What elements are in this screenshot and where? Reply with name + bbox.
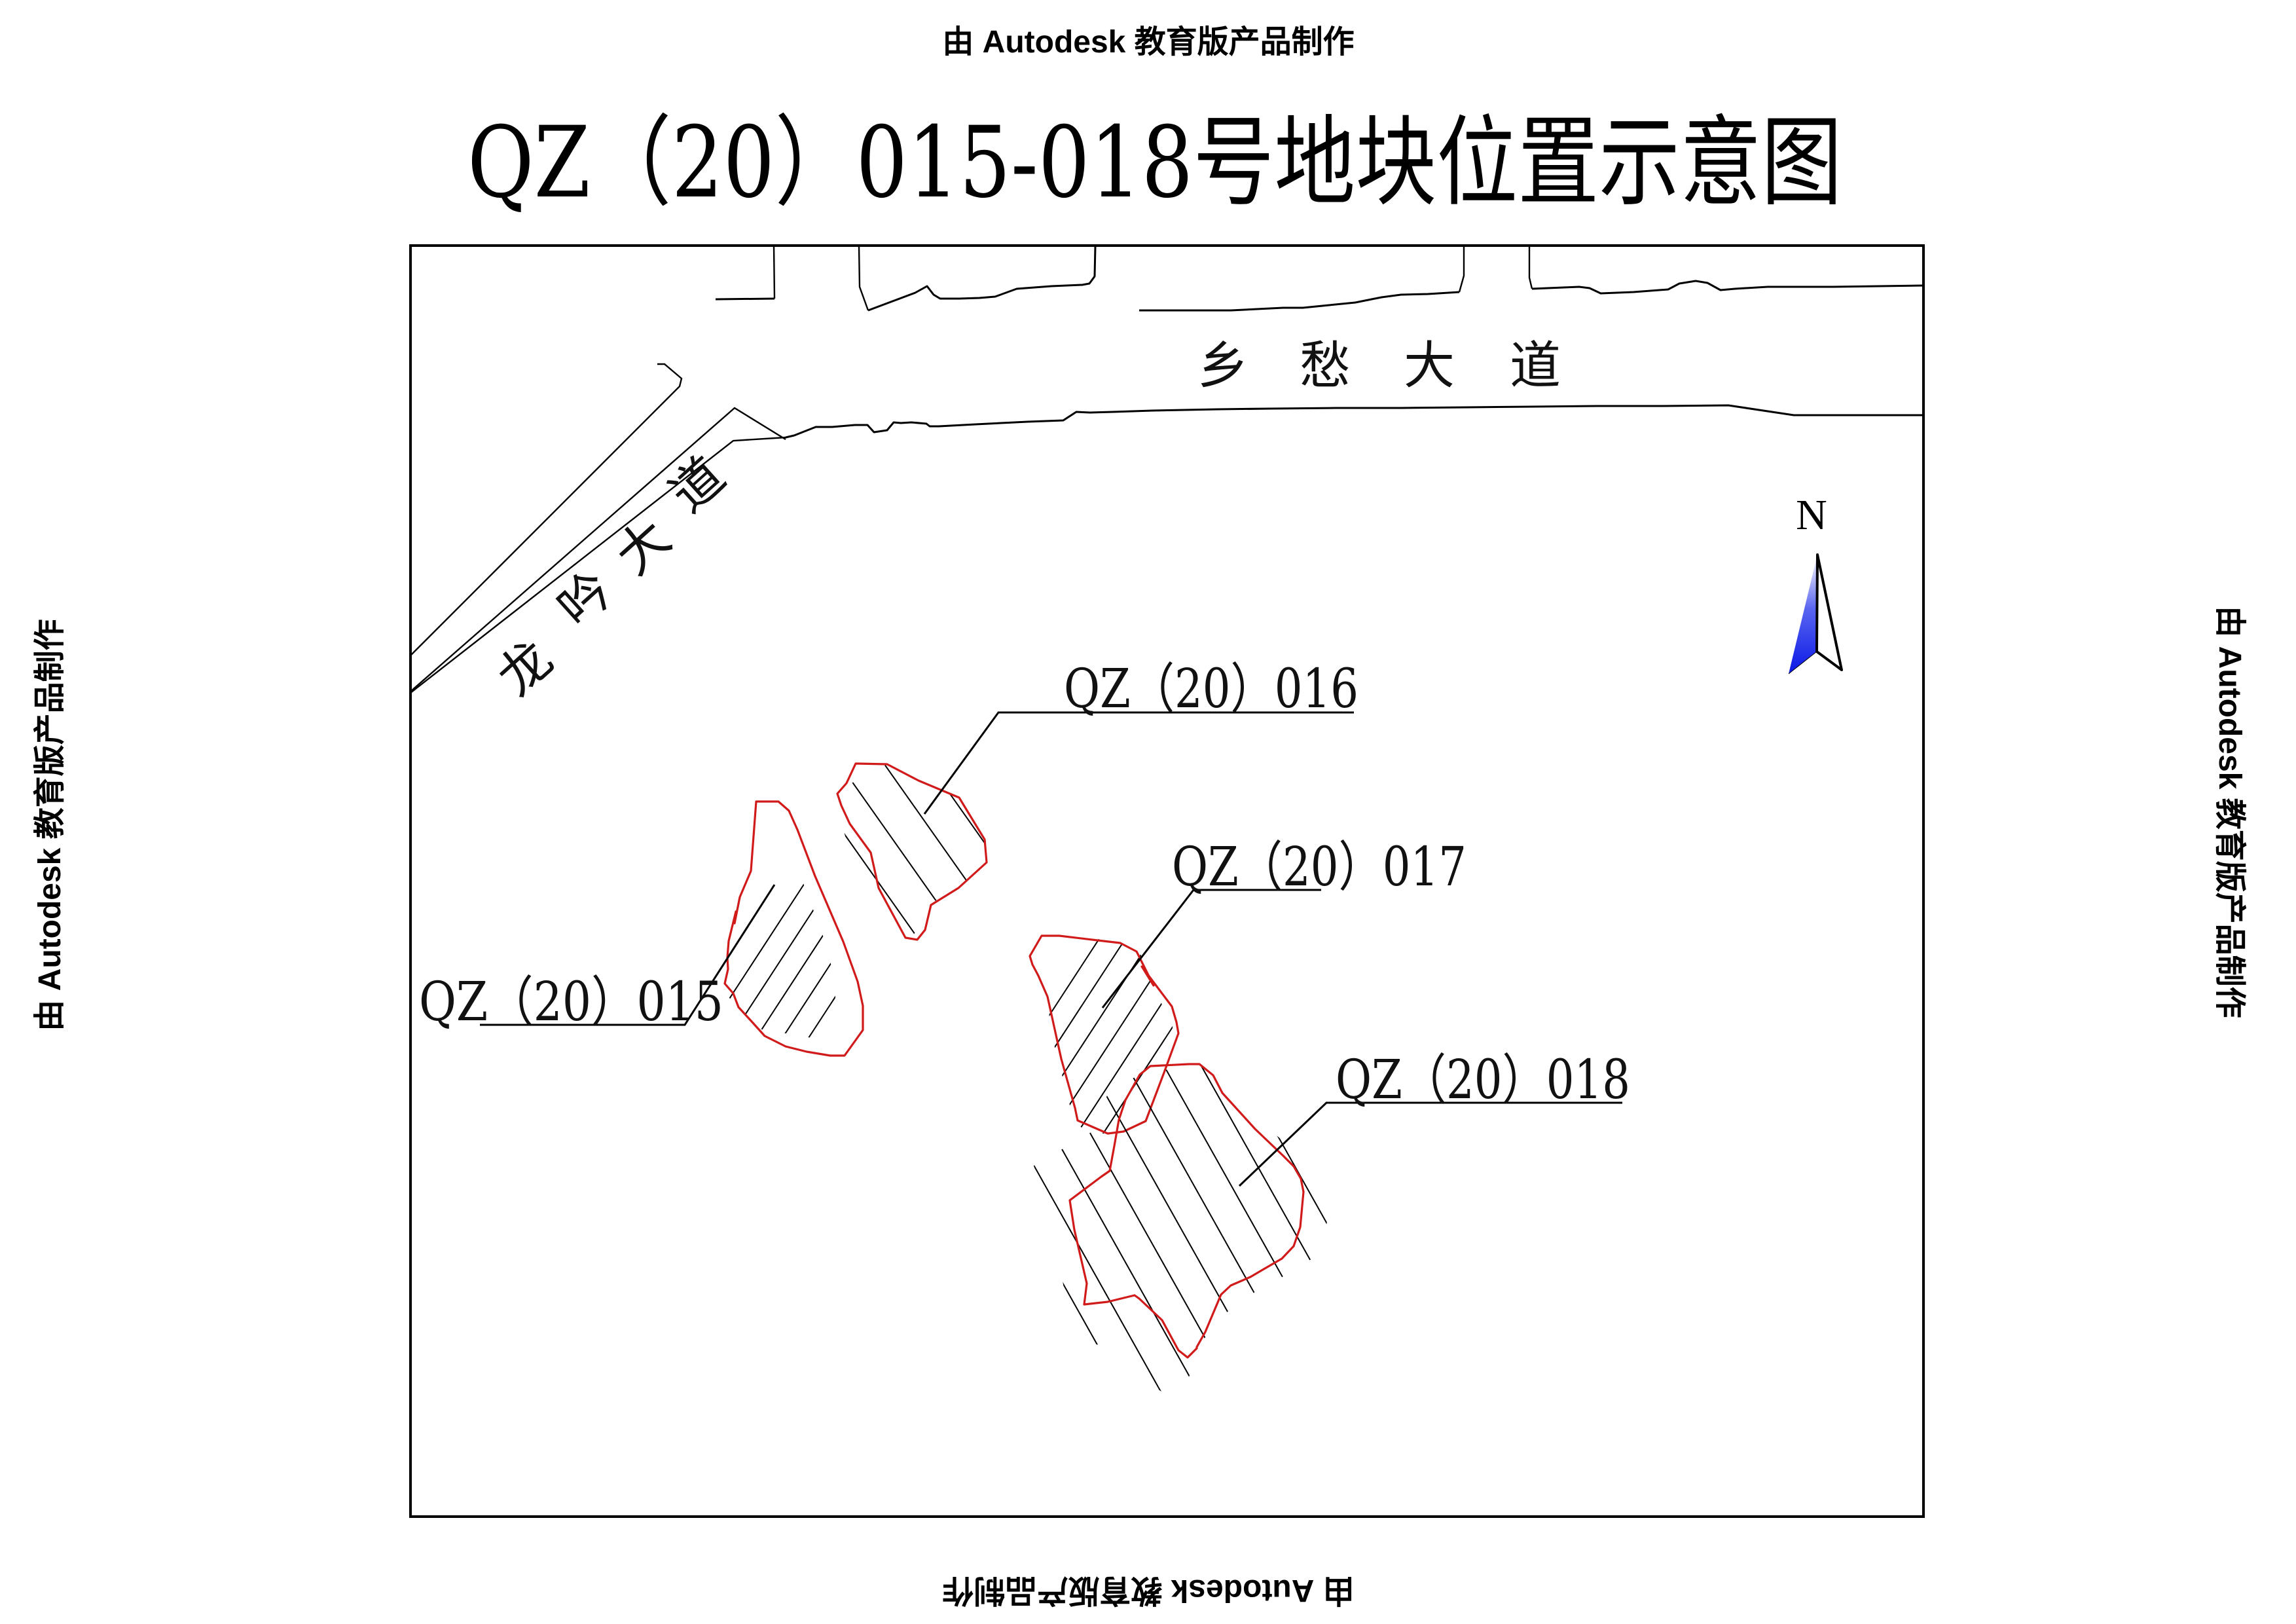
svg-text:道: 道: [1510, 337, 1561, 396]
svg-text:大: 大: [1404, 337, 1455, 396]
parcel-016-outline: [836, 762, 988, 941]
road-label-longyin: 龙 吟 大 道: [487, 446, 737, 707]
parcel-018-hatch: [1034, 1064, 1333, 1393]
north-arrow-icon: [1789, 555, 1817, 674]
svg-text:乡: 乡: [1197, 337, 1248, 396]
parcel-015-leader: [480, 884, 776, 1026]
parcel-015-hatch: [726, 843, 835, 1039]
parcel-016-leader: [923, 711, 1354, 815]
svg-text:吟: 吟: [547, 561, 625, 638]
parcel-016-hatch: [836, 764, 987, 936]
parcel-018[interactable]: QZ（20）018: [982, 943, 1630, 1513]
parcel-018-leader: [1238, 1101, 1622, 1187]
parcel-015-outline: [723, 800, 864, 1057]
parcel-018-label: QZ（20）018: [1336, 1049, 1630, 1111]
svg-text:大: 大: [605, 508, 682, 586]
svg-text:愁: 愁: [1300, 337, 1351, 396]
parcel-018-outline: [1068, 1063, 1305, 1359]
north-arrow: N: [1788, 491, 1843, 674]
map-frame: [409, 244, 1925, 1518]
watermark-bottom: 由 Autodesk 教育版产品制作: [942, 1573, 1354, 1608]
svg-text:龙: 龙: [487, 629, 564, 707]
watermark-left: 由 Autodesk 教育版产品制作: [33, 619, 67, 1031]
road-label-xiangchou: 乡 愁 大 道: [1197, 337, 1561, 396]
svg-text:道: 道: [659, 446, 737, 524]
watermark-right: 由 Autodesk 教育版产品制作: [2212, 606, 2247, 1018]
parcel-017-outline: [1029, 934, 1180, 1135]
road-longyin: [410, 363, 786, 693]
map-title: QZ（20）015-018号地块位置示意图: [467, 106, 1842, 220]
watermark-top: 由 Autodesk 教育版产品制作: [942, 25, 1354, 60]
road-xiangchou: [715, 245, 1924, 439]
parcel-016[interactable]: QZ（20）016: [733, 635, 1358, 1074]
parcel-015[interactable]: QZ（20）015: [419, 800, 1034, 1113]
parcel-015-label: QZ（20）015: [419, 971, 723, 1033]
north-label: N: [1796, 491, 1827, 539]
parcel-017-leader: [1101, 889, 1321, 1008]
parcel-016-label: QZ（20）016: [1064, 658, 1358, 720]
parcel-017-label: QZ（20）017: [1172, 836, 1467, 898]
parcel-017-hatch: [1031, 935, 1173, 1134]
parcel-017[interactable]: QZ（20）017: [943, 836, 1467, 1179]
